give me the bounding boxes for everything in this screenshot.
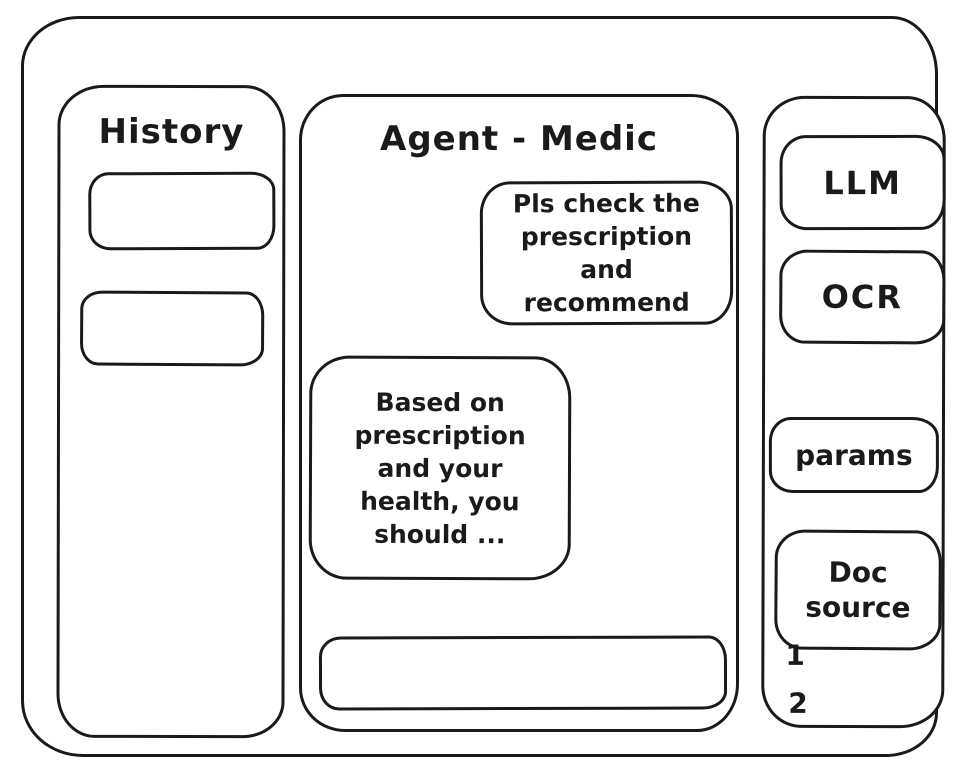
doc-source-item-1: 1 [785,638,805,672]
llm-button[interactable]: LLM [779,134,946,231]
doc-source-item-2: 2 [788,686,808,720]
params-button[interactable]: params [768,416,939,494]
ocr-button[interactable]: OCR [779,249,946,345]
user-message-bubble: Pls check the prescription and recommend [479,180,734,326]
tools-panel: LLM OCR params Doc source 1 2 [761,95,946,729]
history-item[interactable] [88,171,276,251]
app-window: History Agent - Medic Pls check the pres… [21,16,946,757]
agent-message-bubble: Based on prescription and your health, y… [308,355,572,581]
chat-title: Agent - Medic [380,119,658,159]
chat-panel: Agent - Medic Pls check the prescription… [299,94,739,732]
history-panel: History [56,84,286,739]
message-input[interactable] [318,635,728,711]
doc-source-button[interactable]: Doc source [774,529,942,651]
history-title: History [98,111,245,153]
history-item[interactable] [79,290,265,367]
